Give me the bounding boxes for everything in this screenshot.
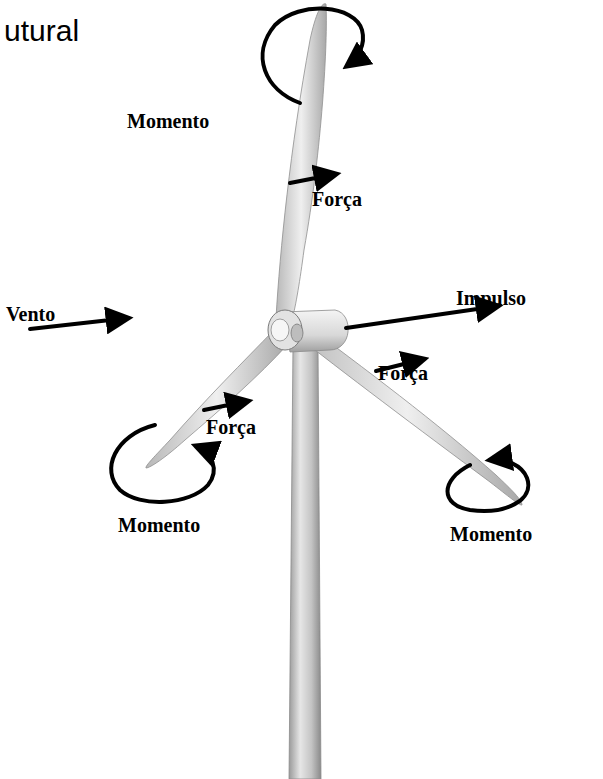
force-label: Força	[206, 416, 256, 439]
force-label: Força	[378, 362, 428, 385]
moment-label: Momento	[450, 523, 532, 546]
label-text: Força	[378, 362, 428, 384]
blade	[146, 330, 287, 468]
label-text: Força	[312, 188, 362, 210]
wind-label: Vento	[6, 303, 55, 326]
moment-label: Momento	[118, 514, 200, 537]
moment-arrow	[263, 9, 363, 103]
moment-arrow	[448, 460, 529, 511]
label-text: utural	[4, 14, 79, 47]
force-arrow	[204, 401, 248, 410]
force-label: Força	[312, 188, 362, 211]
label-text: Impulso	[456, 287, 526, 309]
partial-title: utural	[4, 14, 79, 48]
label-text: Momento	[118, 514, 200, 536]
label-text: Momento	[450, 523, 532, 545]
shaft	[291, 324, 303, 342]
hub	[268, 310, 302, 350]
label-text: Momento	[127, 110, 209, 132]
moment-label: Momento	[127, 110, 209, 133]
label-text: Vento	[6, 303, 55, 325]
thrust-label: Impulso	[456, 287, 526, 310]
thrust-arrow	[346, 306, 498, 328]
label-text: Força	[206, 416, 256, 438]
blade	[276, 4, 326, 320]
tower	[289, 345, 321, 779]
moment-arrow	[111, 425, 214, 502]
force-arrow	[290, 174, 336, 183]
hub-cap	[271, 319, 289, 341]
